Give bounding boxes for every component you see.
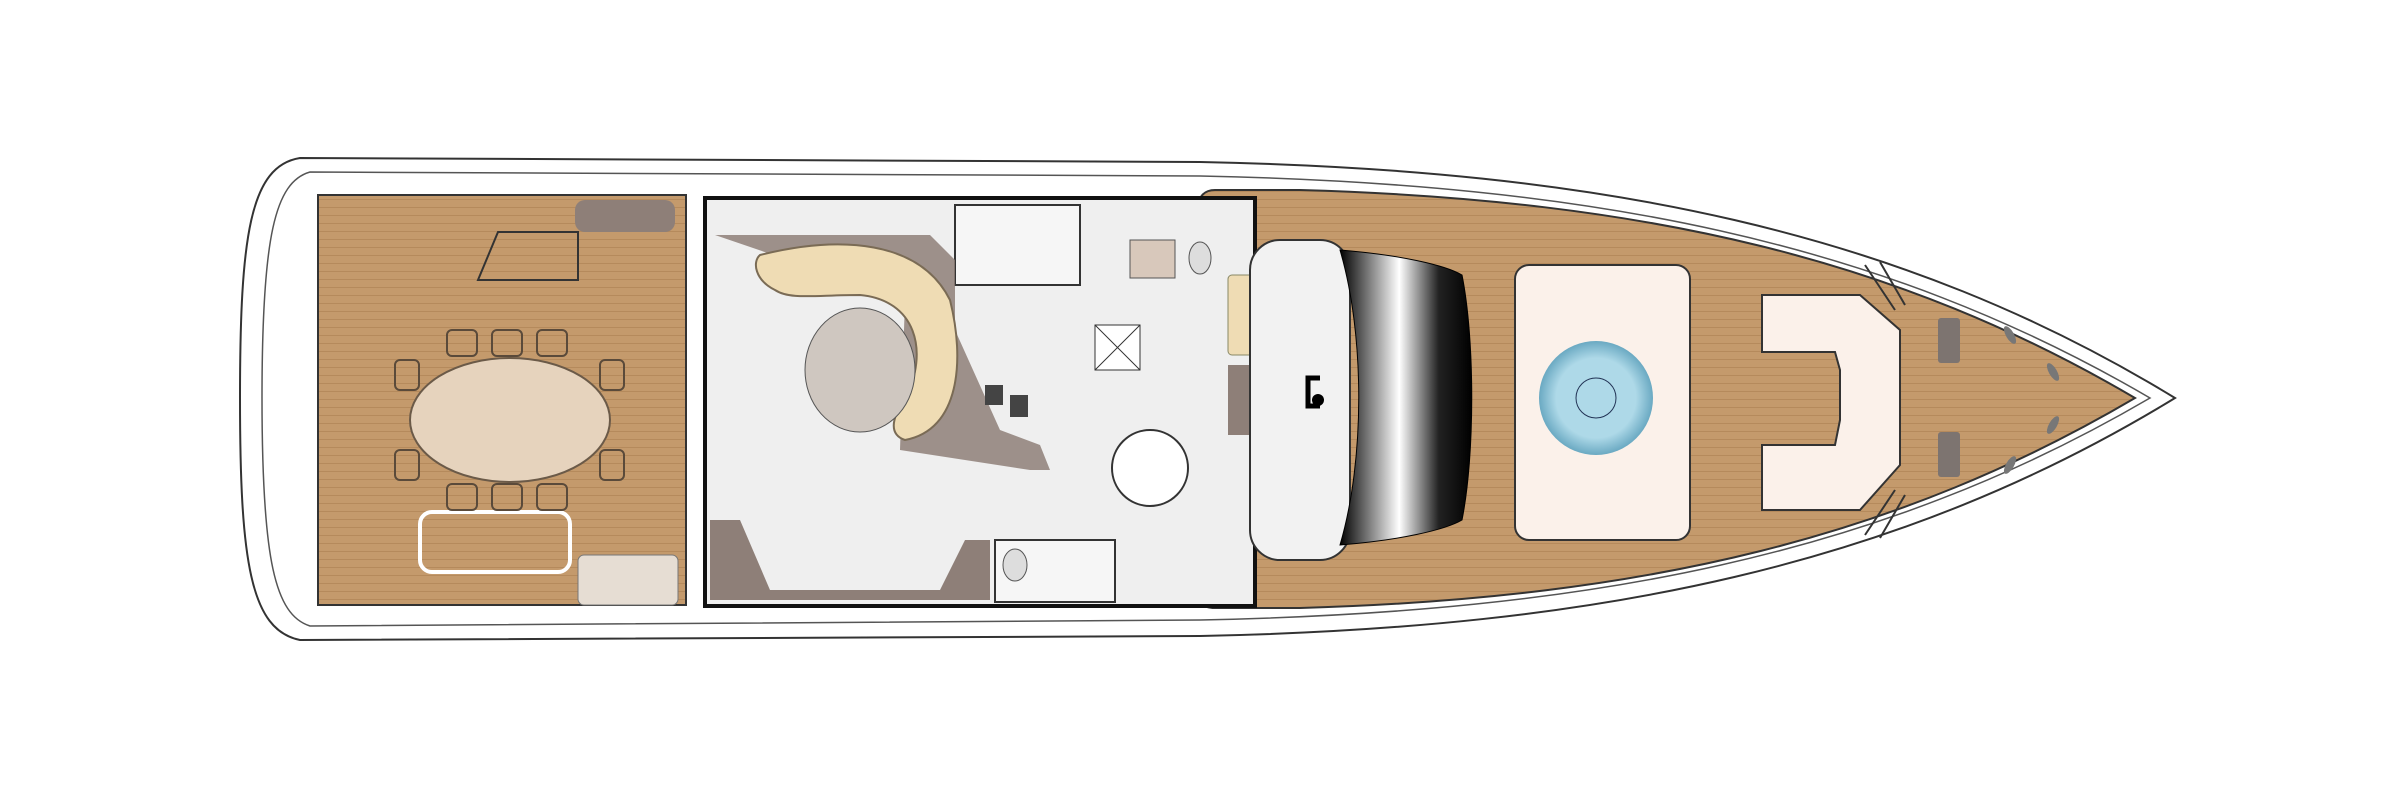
aft-wet-bar bbox=[577, 554, 679, 606]
galley-block bbox=[954, 204, 1081, 286]
aft-lounger-top bbox=[575, 200, 675, 232]
steering-wheel-icon bbox=[1305, 375, 1320, 409]
aft-stairs-top bbox=[476, 231, 579, 281]
dining-chairs bbox=[394, 329, 625, 511]
stair-landing-cross bbox=[1094, 324, 1141, 371]
anchor-windlass-port bbox=[1938, 318, 1960, 363]
helm-console bbox=[1228, 365, 1253, 435]
helm-knob bbox=[1312, 394, 1324, 406]
deck-stairs bbox=[1864, 261, 1906, 539]
day-head-toilet bbox=[1002, 548, 1028, 582]
salon-aft-seating bbox=[710, 520, 990, 600]
salon-table bbox=[804, 307, 916, 433]
cooktop bbox=[1010, 395, 1028, 417]
cleats bbox=[2003, 326, 2060, 474]
salon-sideboard bbox=[715, 235, 1050, 470]
anchor-windlass-starboard bbox=[1938, 432, 1960, 477]
cooktop bbox=[985, 385, 1003, 405]
pool-drain bbox=[1575, 377, 1617, 419]
jacuzzi-pool bbox=[1539, 341, 1653, 455]
hull-inner-line bbox=[261, 171, 2152, 627]
spiral-staircase bbox=[1111, 429, 1189, 507]
aft-stairs-bottom bbox=[418, 510, 572, 574]
toilet bbox=[1188, 241, 1212, 275]
windshield bbox=[1339, 249, 1473, 546]
bow-seating bbox=[1761, 294, 1901, 511]
shower bbox=[1129, 239, 1176, 279]
dining-table bbox=[409, 357, 611, 483]
helm-station bbox=[1249, 239, 1351, 561]
